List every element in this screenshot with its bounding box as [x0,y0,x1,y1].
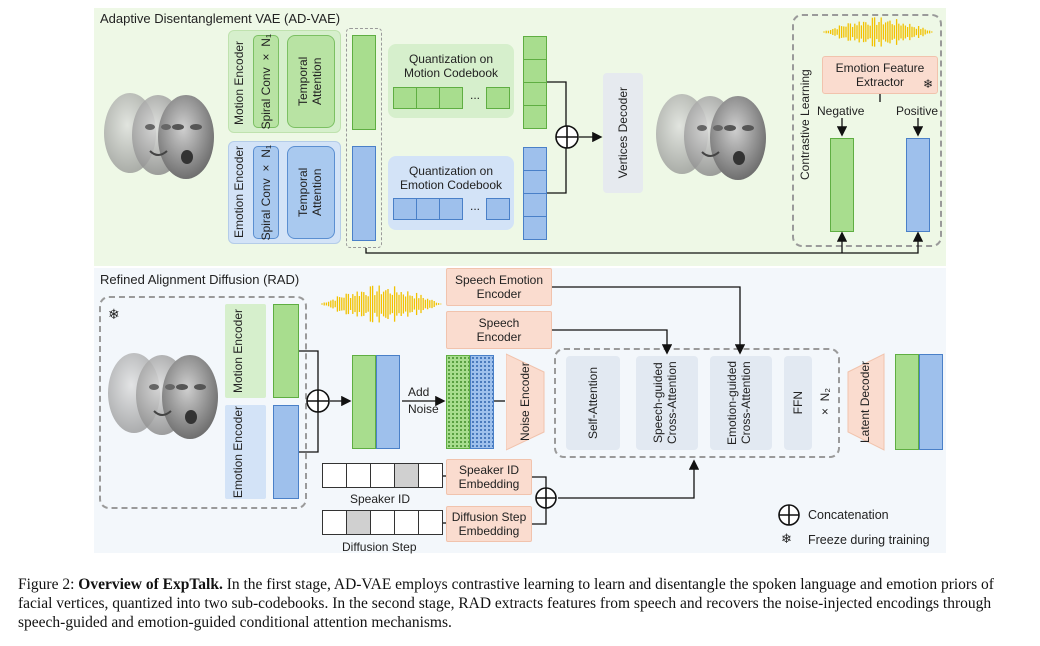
ffn: FFN [784,356,812,450]
speaker-id-label: Speaker ID [350,492,411,506]
motion-quant-cell-4 [523,105,547,129]
ad-vae-title: Adaptive Disentanglement VAE (AD-VAE) [100,11,341,26]
legend-concatenation: Concatenation [808,508,889,522]
emotion-quant-cell-2 [523,170,547,194]
motion-latent-bar [352,35,376,130]
rad-motion-encoder: Motion Encoder [225,304,266,398]
rad-title: Refined Alignment Diffusion (RAD) [100,272,300,287]
motion-ellipsis: ... [470,88,481,102]
face-meshes-output [656,94,766,180]
noisy-motion-bar [446,355,470,449]
rad-emotion-encoder: Emotion Encoder [225,405,266,499]
emotion-quant-cell-4 [523,216,547,240]
negative-bar [830,138,854,232]
add-noise-label-1: Add Noise [408,385,439,416]
speaker-id-cell-3 [370,463,395,488]
diffusion-step-label: Diffusion Step [342,540,417,554]
snowflake-icon: ❄ [923,77,934,91]
spiral-conv-emotion: Spiral Conv × N₁ [253,145,279,240]
emotion-quant-cell-3 [523,193,547,217]
output-emotion-bar [919,354,943,450]
speaker-id-cell-5 [418,463,443,488]
snowflake-icon: ❄ [781,531,792,546]
output-motion-bar [895,354,919,450]
diffusion-step-cell-1 [322,510,347,535]
temporal-attention-emotion: Temporal Attention [287,146,335,239]
legend-freeze: Freeze during training [808,533,930,547]
temporal-attention-motion: Temporal Attention [287,35,335,128]
motion-code-3 [439,87,463,109]
emotion-code-3 [439,198,463,220]
rad-emotion-bar [273,405,299,499]
diffusion-step-cell-4 [394,510,419,535]
emotion-guided-cross-attention: Emotion-guided Cross-Attention [710,356,772,450]
positive-label: Positive [896,104,939,118]
emotion-code-n [486,198,510,220]
positive-bar [906,138,930,232]
speaker-id-embedding: Speaker ID Embedding [446,459,532,495]
diffusion-step-cell-3 [370,510,395,535]
latent-container [346,28,382,248]
emotion-quant-cell-1 [523,147,547,171]
figure-caption: Figure 2: Overview of ExpTalk. In the fi… [18,576,994,631]
concat-motion-bar [352,355,376,449]
latent-decoder-shape [847,353,885,451]
audio-waveform-top [823,17,933,47]
rad-motion-bar [273,304,299,398]
emotion-latent-bar [352,146,376,241]
motion-code-n [486,87,510,109]
contrastive-learning-container [792,14,942,247]
speech-emotion-encoder: Speech Emotion Encoder [446,268,552,306]
negative-label: Negative [817,104,865,118]
snowflake-icon: ❄ [108,306,120,322]
speaker-id-cell-2 [346,463,371,488]
noisy-emotion-bar [470,355,494,449]
spiral-conv-motion: Spiral Conv × N₁ [253,34,279,129]
face-meshes-rad [108,353,218,439]
speech-encoder: Speech Encoder [446,311,552,349]
emotion-ellipsis: ... [470,199,481,213]
diffusion-step-cell-5 [418,510,443,535]
diffusion-step-embedding: Diffusion Step Embedding [446,506,532,542]
concat-emotion-bar [376,355,400,449]
speech-guided-cross-attention: Speech-guided Cross-Attention [636,356,698,450]
vertices-decoder: Vertices Decoder [603,73,643,193]
face-meshes-top [104,93,214,179]
audio-waveform-bottom [321,285,442,323]
noise-encoder-shape [506,353,545,451]
frozen-encoders-container [99,296,307,509]
self-attention: Self-Attention [566,356,620,450]
diffusion-step-cell-active [346,510,371,535]
motion-quant-cell-3 [523,82,547,106]
transformer-block [554,348,840,458]
emotion-feature-extractor: Emotion Feature Extractor [822,56,938,94]
